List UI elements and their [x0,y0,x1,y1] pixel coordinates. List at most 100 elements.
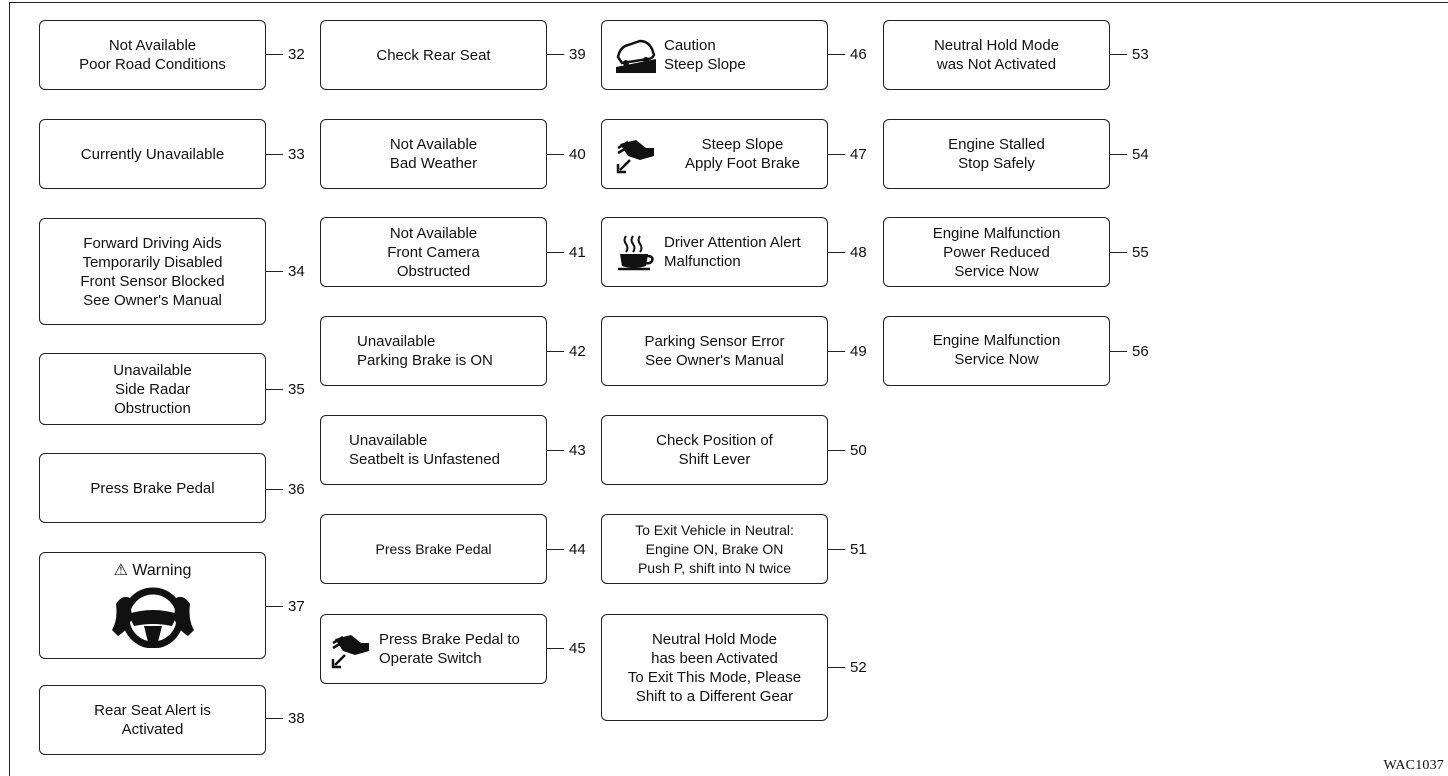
message-text: Unavailable Seatbelt is Unfastened [349,432,500,468]
message-text: Engine Malfunction Service Now [932,332,1061,368]
leader-line [828,154,845,155]
leader-line [266,389,283,390]
callout-number: 47 [850,146,867,163]
leader-line [547,351,564,352]
callout-number: 51 [850,541,867,558]
callout-number: 40 [569,146,586,163]
callout-number: 54 [1132,146,1149,163]
leader-line [266,54,283,55]
message-text: Unavailable Parking Brake is ON [357,333,493,369]
message-text: Press Brake Pedal [90,479,215,497]
callout-number: 42 [569,343,586,360]
message-text: Forward Driving Aids Temporarily Disable… [80,234,225,309]
leader-line [828,549,845,550]
message-box-52: Neutral Hold Mode has been Activated To … [601,614,828,721]
callout-number: 53 [1132,46,1149,63]
foot-brake-icon [616,140,654,174]
leader-line [1110,54,1127,55]
message-text: Rear Seat Alert is Activated [94,702,211,738]
message-box-39: Check Rear Seat [320,20,547,90]
message-box-49: Parking Sensor Error See Owner's Manual [601,316,828,386]
callout-number: 38 [288,710,305,727]
leader-line [266,271,283,272]
foot-brake-icon [331,635,369,669]
message-text: Press Brake Pedal to Operate Switch [379,631,520,667]
callout-number: 44 [569,541,586,558]
message-box-36: Press Brake Pedal [39,453,266,523]
message-box-37: ⚠ Warning [39,552,266,659]
hands-on-steering-wheel-icon [111,587,194,648]
leader-line [828,667,845,668]
callout-number: 50 [850,442,867,459]
message-text: Steep Slope Apply Foot Brake [684,136,801,172]
leader-line [828,54,845,55]
message-text: Neutral Hold Mode was Not Activated [933,37,1060,73]
message-text: Caution Steep Slope [664,37,746,73]
message-text: Engine Malfunction Power Reduced Service… [932,224,1061,280]
message-box-43: Unavailable Seatbelt is Unfastened [320,415,547,485]
leader-line [828,450,845,451]
callout-number: 37 [288,598,305,615]
message-box-47: Steep Slope Apply Foot Brake [601,119,828,189]
message-box-34: Forward Driving Aids Temporarily Disable… [39,218,266,325]
leader-line [1110,154,1127,155]
message-box-41: Not Available Front Camera Obstructed [320,217,547,287]
message-box-35: Unavailable Side Radar Obstruction [39,353,266,425]
leader-line [547,549,564,550]
leader-line [547,54,564,55]
message-text: Engine Stalled Stop Safely [948,136,1045,172]
callout-number: 48 [850,244,867,261]
figure-code: WAC1037 [1383,758,1444,773]
leader-line [1110,252,1127,253]
callout-number: 56 [1132,343,1149,360]
callout-number: 55 [1132,244,1149,261]
message-box-48: Driver Attention Alert Malfunction [601,217,828,287]
leader-line [266,154,283,155]
callout-number: 49 [850,343,867,360]
message-text: To Exit Vehicle in Neutral: Engine ON, B… [635,521,794,576]
message-text: Press Brake Pedal [375,540,492,557]
message-box-54: Engine Stalled Stop Safely [883,119,1110,189]
coffee-cup-icon [618,235,654,271]
message-box-45: Press Brake Pedal to Operate Switch [320,614,547,684]
message-text: Unavailable Side Radar Obstruction [113,361,192,417]
message-box-40: Not Available Bad Weather [320,119,547,189]
leader-line [266,718,283,719]
message-box-42: Unavailable Parking Brake is ON [320,316,547,386]
steep-slope-car-icon [616,39,656,73]
message-box-51: To Exit Vehicle in Neutral: Engine ON, B… [601,514,828,584]
leader-line [266,606,283,607]
message-box-50: Check Position of Shift Lever [601,415,828,485]
callout-number: 33 [288,146,305,163]
message-box-56: Engine Malfunction Service Now [883,316,1110,386]
message-text: Currently Unavailable [80,145,225,163]
message-box-44: Press Brake Pedal [320,514,547,584]
leader-line [547,648,564,649]
message-box-46: Caution Steep Slope [601,20,828,90]
leader-line [828,252,845,253]
warning-text: ⚠ Warning [113,562,192,579]
message-box-53: Neutral Hold Mode was Not Activated [883,20,1110,90]
leader-line [547,154,564,155]
message-box-55: Engine Malfunction Power Reduced Service… [883,217,1110,287]
leader-line [828,351,845,352]
leader-line [1110,351,1127,352]
message-text: Neutral Hold Mode has been Activated To … [627,630,802,705]
message-text: Parking Sensor Error See Owner's Manual [644,333,785,369]
figure-frame [9,2,1448,776]
leader-line [547,450,564,451]
callout-number: 43 [569,442,586,459]
message-box-33: Currently Unavailable [39,119,266,189]
callout-number: 34 [288,263,305,280]
message-text: Not Available Poor Road Conditions [79,37,226,73]
message-text: Check Rear Seat [376,46,491,64]
message-text: Not Available Bad Weather [389,136,478,172]
callout-number: 45 [569,640,586,657]
callout-number: 52 [850,659,867,676]
message-text: Check Position of Shift Lever [656,432,773,468]
leader-line [266,489,283,490]
message-box-38: Rear Seat Alert is Activated [39,685,266,755]
message-text: Not Available Front Camera Obstructed [387,224,480,280]
callout-number: 32 [288,46,305,63]
callout-number: 39 [569,46,586,63]
